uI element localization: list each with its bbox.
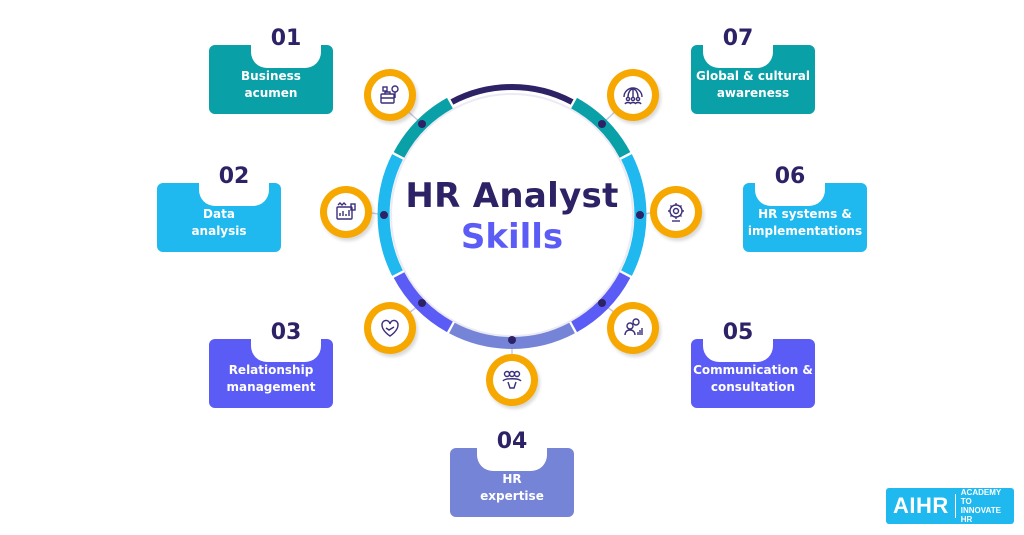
card-notch [477,441,547,471]
skill-label: Data analysis [191,207,247,238]
skill-label: Communication & consultation [693,363,813,394]
title-line-1: HR Analyst [405,176,619,216]
skill-number: 04 [496,429,528,454]
skill-01-icon-badge [364,69,416,121]
briefcase-icon [380,85,399,104]
diagram-title: HR Analyst Skills [384,176,640,258]
skill-06-icon-badge [650,186,702,238]
skill-number: 02 [218,164,250,189]
skill-number: 05 [722,320,754,345]
card-notch [251,38,321,68]
team-people-icon [502,370,522,389]
skill-card-02: 02 Data analysis [157,164,281,252]
aihr-logo: AIHR ACADEMY TO INNOVATE HR [886,488,1014,524]
skill-label: Business acumen [241,69,301,100]
skill-card-06: 06 HR systems & implementations [743,164,867,252]
card-notch [251,332,321,362]
logo-divider [954,494,956,518]
skill-card-07: 07 Global & cultural awareness [691,26,815,114]
card-notch [703,38,773,68]
card-notch [703,332,773,362]
skill-card-01: 01 Business acumen [209,26,333,114]
skill-label: Relationship management [226,363,316,394]
skill-number: 03 [270,320,302,345]
skill-number: 07 [722,26,754,51]
chart-report-icon [336,202,356,220]
skill-label: Global & cultural awareness [695,69,810,100]
skill-05-icon-badge [607,302,659,354]
arc-top-dark [450,84,574,105]
gear-system-icon [668,203,684,222]
title-line-2: Skills [460,217,564,258]
skill-label: HR systems & implementations [747,207,863,238]
skill-number: 06 [774,164,806,189]
skill-07-icon-badge [607,69,659,121]
skill-number: 01 [270,26,302,51]
card-notch [755,176,825,206]
logo-mark: AIHR [893,493,949,518]
skill-04-icon-badge [486,354,538,406]
heart-handshake-icon [381,319,399,337]
skill-03-icon-badge [364,302,416,354]
skill-card-05: 05 Communication & consultation [691,320,815,408]
logo-tagline: ACADEMY TO INNOVATE HR [960,488,1002,524]
card-notch [199,176,269,206]
consultation-people-icon [624,318,643,336]
skill-02-icon-badge [320,186,372,238]
skill-card-03: 03 Relationship management [209,320,333,408]
skill-label: HR expertise [480,472,544,503]
skill-card-04: 04 HR expertise [450,429,574,517]
ring-dots [380,120,644,344]
global-people-icon [623,87,643,105]
